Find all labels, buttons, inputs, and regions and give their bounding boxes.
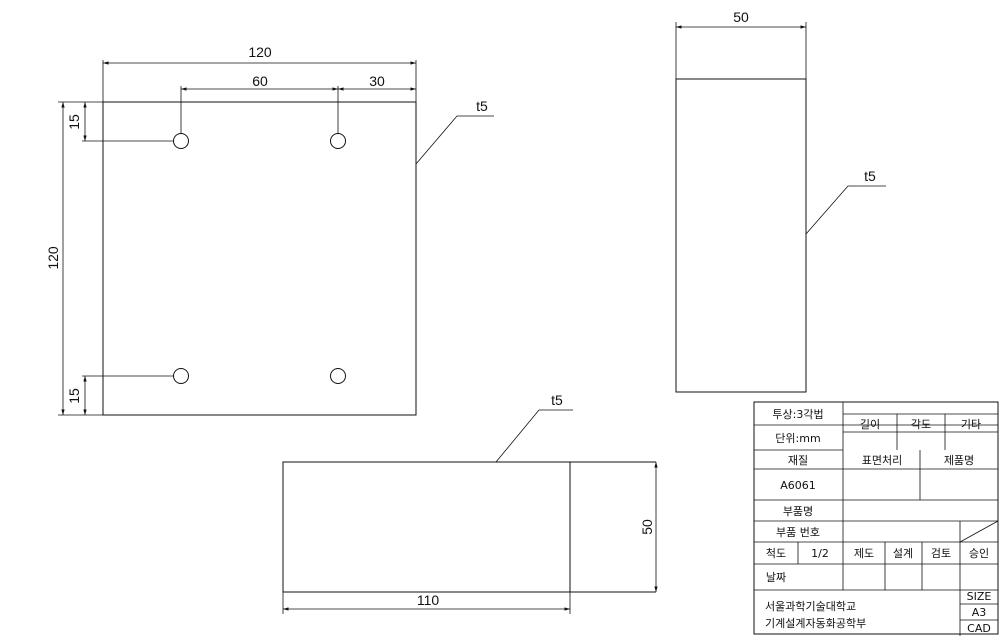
tb-surface-label: 표면처리 xyxy=(862,454,902,467)
hole-top-right xyxy=(330,133,346,149)
tb-design-label: 설계 xyxy=(893,547,913,560)
dim-bottom-length: 110 xyxy=(417,592,440,608)
bottom-plate-outline xyxy=(282,461,571,593)
dim-hole-spacing: 60 xyxy=(252,73,268,89)
tb-size-label: SIZE xyxy=(967,590,992,603)
leader-front-thickness xyxy=(415,115,494,165)
tb-tol-other: 기타 xyxy=(961,418,981,431)
tb-tol-length: 길이 xyxy=(860,418,880,431)
tb-school-line2: 기계설계자동화공학부 xyxy=(765,617,866,630)
front-plate-outline xyxy=(102,101,417,416)
hole-bottom-left xyxy=(173,368,189,384)
tb-check-label: 검토 xyxy=(931,547,951,560)
dim-hole-top: 15 xyxy=(66,114,82,130)
thickness-side: t5 xyxy=(864,168,876,184)
tb-part-number-label: 부품 번호 xyxy=(776,526,820,539)
thickness-front: t5 xyxy=(476,98,488,114)
dim-hole-edge-right: 30 xyxy=(369,73,385,89)
tb-drawn-label: 제도 xyxy=(854,547,874,560)
tb-material-value: A6061 xyxy=(780,479,816,492)
front-view: 120 60 30 120 15 15 t5 xyxy=(45,44,494,416)
tb-approve-label: 승인 xyxy=(969,547,989,560)
dim-front-height: 120 xyxy=(45,246,61,270)
leader-bottom-thickness xyxy=(495,409,573,463)
tb-school-line1: 서울과학기술대학교 xyxy=(765,600,856,613)
tb-product-label: 제품명 xyxy=(944,454,974,467)
title-block-frame xyxy=(753,401,999,635)
tb-projection: 투상:3각법 xyxy=(772,408,823,421)
tb-tol-angle: 각도 xyxy=(911,418,931,431)
hole-bottom-right xyxy=(330,368,346,384)
tb-size-value: A3 xyxy=(972,606,987,619)
tb-material-label: 재질 xyxy=(788,454,808,467)
thickness-bottom: t5 xyxy=(551,392,563,408)
tb-date-label: 날짜 xyxy=(766,571,786,584)
title-block: 투상:3각법 단위:mm 길이 각도 기타 재질 표면처리 제품명 A6061 … xyxy=(753,401,999,636)
tb-scale-label: 척도 xyxy=(766,547,786,560)
dim-hole-bottom: 15 xyxy=(66,388,82,404)
dim-side-width: 50 xyxy=(733,9,749,25)
bottom-view: 110 50 t5 xyxy=(282,392,658,614)
side-view: 50 t5 xyxy=(675,9,886,393)
dim-bottom-height: 50 xyxy=(639,519,655,535)
hole-top-left xyxy=(173,133,189,149)
leader-side-thickness xyxy=(805,185,886,235)
tb-part-name-label: 부품명 xyxy=(783,505,813,518)
side-plate-outline xyxy=(675,78,807,393)
tb-cad-label: CAD xyxy=(967,622,991,635)
tb-scale-value: 1/2 xyxy=(811,547,829,560)
tb-unit: 단위:mm xyxy=(775,432,820,445)
dim-front-width: 120 xyxy=(248,44,272,60)
